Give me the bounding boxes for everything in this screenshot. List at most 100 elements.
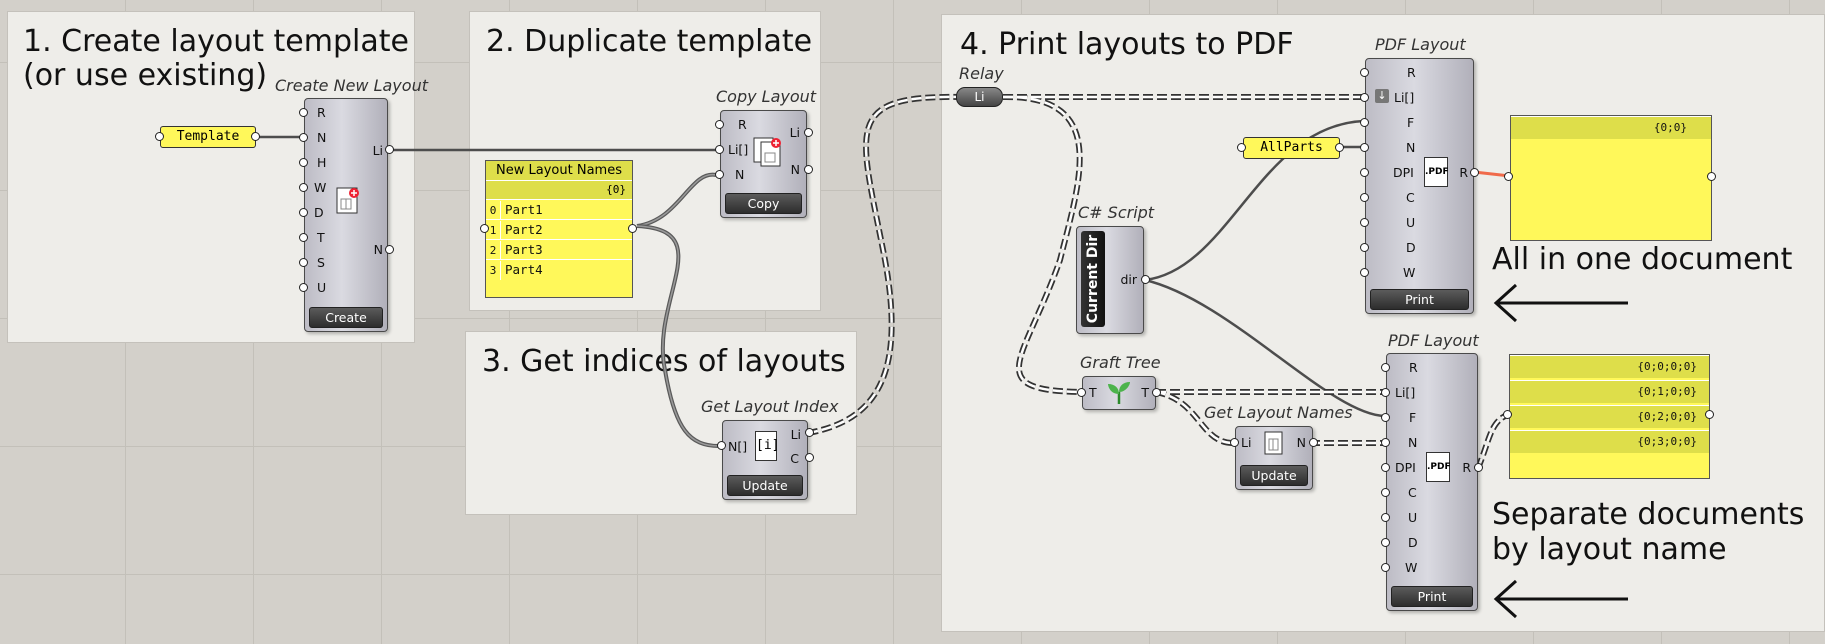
create-port-s[interactable]: [299, 258, 308, 267]
pdf2-input-n[interactable]: N: [1408, 435, 1418, 450]
template-param-out[interactable]: [251, 132, 260, 141]
pdf2-port-r-out[interactable]: [1474, 463, 1483, 472]
copy-output-n[interactable]: N: [790, 162, 800, 177]
pdf1-input-r[interactable]: R: [1407, 65, 1416, 80]
index-output-li[interactable]: Li: [790, 427, 801, 442]
index-update-button[interactable]: Update: [727, 475, 803, 496]
pdf2-input-w[interactable]: W: [1405, 560, 1418, 575]
create-input-n[interactable]: N: [317, 130, 327, 145]
index-port-n[interactable]: [717, 441, 726, 450]
pdf1-port-li[interactable]: [1360, 93, 1369, 102]
graft-output-t[interactable]: T: [1141, 385, 1149, 400]
index-port-c-out[interactable]: [805, 453, 814, 462]
pdf1-output-r[interactable]: R: [1459, 165, 1468, 180]
pdf1-print-button[interactable]: Print: [1370, 289, 1469, 310]
pdf2-port-c[interactable]: [1381, 488, 1390, 497]
names-output-n[interactable]: N: [1296, 435, 1306, 450]
get-layout-names-component[interactable]: Li N Update: [1235, 426, 1313, 490]
pdf1-input-li[interactable]: Li[]: [1394, 90, 1415, 105]
allparts-param-out[interactable]: [1335, 143, 1344, 152]
copy-port-li[interactable]: [715, 145, 724, 154]
copy-input-li[interactable]: Li[]: [728, 142, 749, 157]
pdf2-input-dpi[interactable]: DPI: [1395, 460, 1416, 475]
create-port-w[interactable]: [299, 183, 308, 192]
pdf1-flatten-icon[interactable]: ↓: [1375, 89, 1389, 103]
csharp-script-component[interactable]: Current Dir dir: [1076, 226, 1144, 334]
create-port-t[interactable]: [299, 233, 308, 242]
pdf2-port-li[interactable]: [1381, 388, 1390, 397]
create-port-u[interactable]: [299, 283, 308, 292]
names-panel-in[interactable]: [480, 224, 489, 233]
allparts-param-in[interactable]: [1237, 143, 1246, 152]
create-input-s[interactable]: S: [317, 255, 325, 270]
csharp-port-dir-out[interactable]: [1141, 275, 1150, 284]
allparts-param[interactable]: AllParts: [1243, 137, 1340, 159]
create-input-u[interactable]: U: [317, 280, 327, 295]
create-input-t[interactable]: T: [317, 230, 325, 245]
result-one-in[interactable]: [1504, 172, 1513, 181]
pdf1-input-dpi[interactable]: DPI: [1393, 165, 1414, 180]
pdf1-input-u[interactable]: U: [1406, 215, 1416, 230]
pdf2-input-c[interactable]: C: [1408, 485, 1417, 500]
pdf2-input-li[interactable]: Li[]: [1395, 385, 1416, 400]
create-input-h[interactable]: H: [317, 155, 327, 170]
result-many-out[interactable]: [1705, 410, 1714, 419]
pdf2-input-u[interactable]: U: [1408, 510, 1418, 525]
pdf1-port-u[interactable]: [1360, 218, 1369, 227]
pdf1-input-n[interactable]: N: [1406, 140, 1416, 155]
pdf2-print-button[interactable]: Print: [1391, 586, 1473, 607]
pdf2-input-f[interactable]: F: [1409, 410, 1417, 425]
create-output-n[interactable]: N: [373, 242, 383, 257]
relay-component[interactable]: Li: [956, 87, 1003, 107]
pdf2-output-r[interactable]: R: [1462, 460, 1471, 475]
graft-tree-component[interactable]: T T: [1082, 376, 1156, 410]
pdf1-port-w[interactable]: [1360, 268, 1369, 277]
copy-port-n[interactable]: [715, 170, 724, 179]
pdf2-port-r[interactable]: [1381, 363, 1390, 372]
create-port-h[interactable]: [299, 158, 308, 167]
names-port-li[interactable]: [1230, 438, 1239, 447]
pdf-layout-1-component[interactable]: R ↓ Li[] F N DPI C U D W R .PDF Print: [1365, 58, 1474, 314]
pdf1-input-d[interactable]: D: [1406, 240, 1416, 255]
pdf1-port-dpi[interactable]: [1360, 168, 1369, 177]
pdf1-port-r-out[interactable]: [1470, 168, 1479, 177]
result-many-in[interactable]: [1503, 410, 1512, 419]
pdf1-input-w[interactable]: W: [1403, 265, 1416, 280]
pdf1-port-r[interactable]: [1360, 68, 1369, 77]
copy-layout-component[interactable]: R Li[] N Li N Copy: [720, 110, 807, 218]
pdf1-port-d[interactable]: [1360, 243, 1369, 252]
names-panel-out[interactable]: [628, 224, 637, 233]
index-port-li-out[interactable]: [805, 428, 814, 437]
result-panel-many[interactable]: {0;0;0;0}{0;1;0;0}{0;2;0;0}{0;3;0;0}: [1509, 354, 1710, 479]
template-param-in[interactable]: [155, 132, 164, 141]
names-input-li[interactable]: Li: [1241, 435, 1252, 450]
graft-port-in[interactable]: [1077, 388, 1086, 397]
pdf2-port-u[interactable]: [1381, 513, 1390, 522]
pdf1-port-f[interactable]: [1360, 118, 1369, 127]
result-one-out[interactable]: [1707, 172, 1716, 181]
index-input-n[interactable]: N[]: [728, 439, 748, 454]
create-port-n[interactable]: [299, 133, 308, 142]
pdf2-port-n[interactable]: [1381, 438, 1390, 447]
create-port-li-out[interactable]: [385, 145, 394, 154]
csharp-output-dir[interactable]: dir: [1120, 272, 1137, 287]
template-param[interactable]: Template: [160, 126, 256, 148]
names-port-n-out[interactable]: [1309, 438, 1318, 447]
pdf2-port-d[interactable]: [1381, 538, 1390, 547]
pdf2-input-d[interactable]: D: [1408, 535, 1418, 550]
graft-port-out[interactable]: [1152, 388, 1161, 397]
create-input-d[interactable]: D: [314, 205, 324, 220]
copy-output-li[interactable]: Li: [789, 125, 800, 140]
pdf2-input-r[interactable]: R: [1409, 360, 1418, 375]
pdf2-port-f[interactable]: [1381, 413, 1390, 422]
create-button[interactable]: Create: [309, 307, 383, 328]
create-port-n-out[interactable]: [385, 245, 394, 254]
copy-input-n[interactable]: N: [735, 167, 745, 182]
result-panel-one[interactable]: {0;0}: [1510, 115, 1712, 241]
graft-input-t[interactable]: T: [1089, 385, 1097, 400]
copy-port-r[interactable]: [715, 120, 724, 129]
pdf-layout-2-component[interactable]: R Li[] F N DPI C U D W R .PDF Print: [1386, 353, 1478, 611]
pdf1-port-n[interactable]: [1360, 143, 1369, 152]
pdf1-port-c[interactable]: [1360, 193, 1369, 202]
pdf1-input-f[interactable]: F: [1407, 115, 1415, 130]
